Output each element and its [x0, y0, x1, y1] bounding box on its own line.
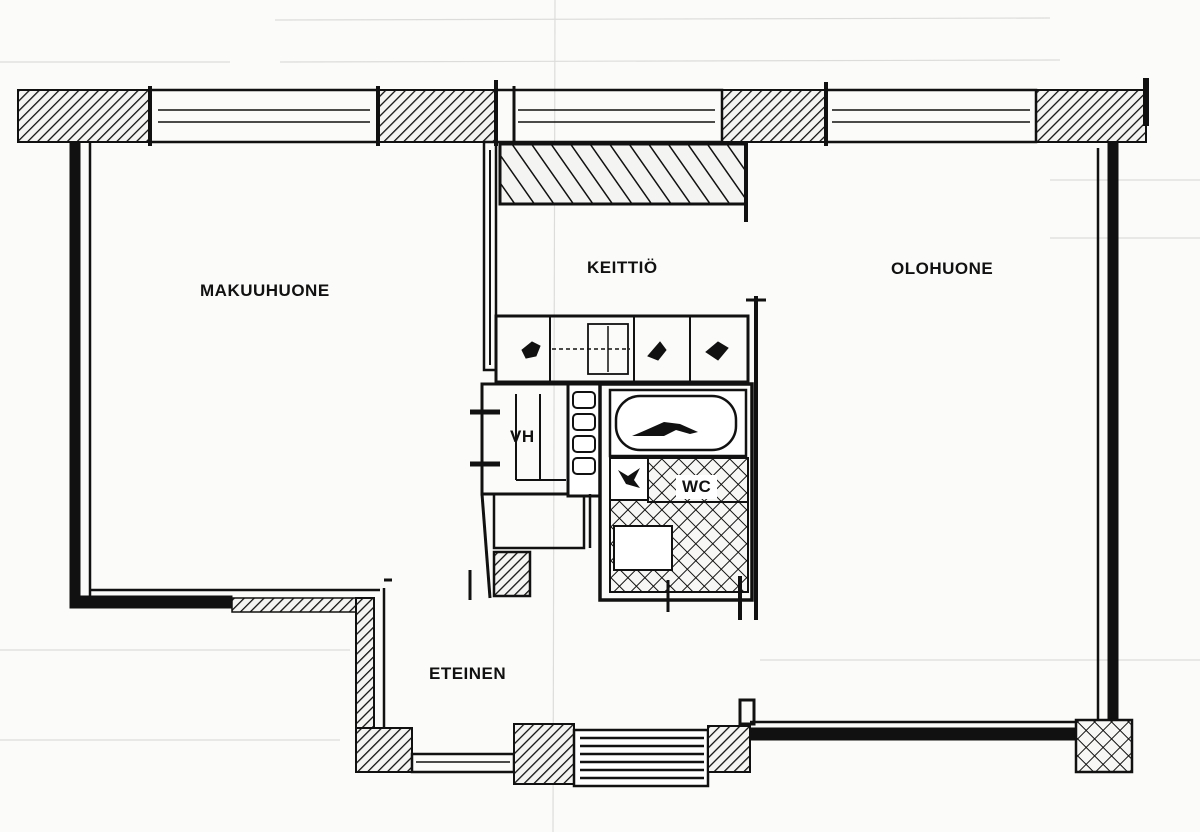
- room-label-bedroom: MAKUUHUONE: [200, 281, 330, 300]
- kitchen-counter: [494, 296, 766, 620]
- room-label-closet: VH: [510, 427, 535, 446]
- bedroom-bottom-wall: [69, 588, 380, 613]
- hall-left-wall: [355, 588, 413, 773]
- hall-partition-marks: [384, 570, 472, 600]
- top-windows: [148, 78, 1149, 146]
- kitchen-left-wall: [482, 140, 498, 372]
- bathroom-shelves: [566, 382, 602, 548]
- room-label-wc: WC: [676, 475, 718, 499]
- kitchen-cabinet: [498, 142, 748, 222]
- right-exterior-wall: [1096, 141, 1119, 728]
- closet-vh: [470, 382, 586, 599]
- bottom-exterior-wall: [410, 698, 1134, 788]
- left-exterior-wall: [69, 141, 92, 605]
- wc-room: [598, 382, 754, 620]
- room-label-living-room: OLOHUONE: [891, 259, 994, 278]
- room-label-kitchen: KEITTIÖ: [587, 258, 658, 277]
- top-exterior-wall: [17, 89, 1147, 143]
- room-label-hall: ETEINEN: [429, 664, 507, 683]
